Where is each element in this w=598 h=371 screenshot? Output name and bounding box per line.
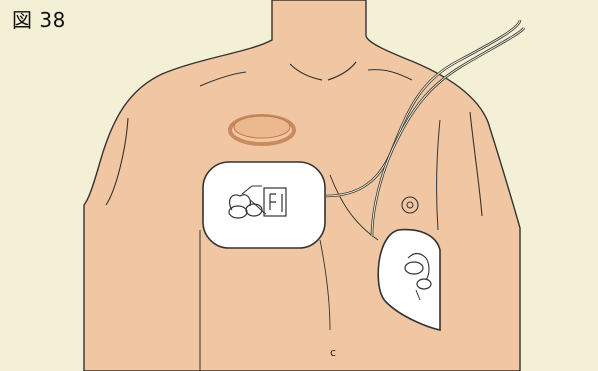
aed-pad-right-icon xyxy=(203,162,325,248)
navel-mark: c xyxy=(330,346,336,359)
figure-label: 図 38 xyxy=(12,4,66,33)
